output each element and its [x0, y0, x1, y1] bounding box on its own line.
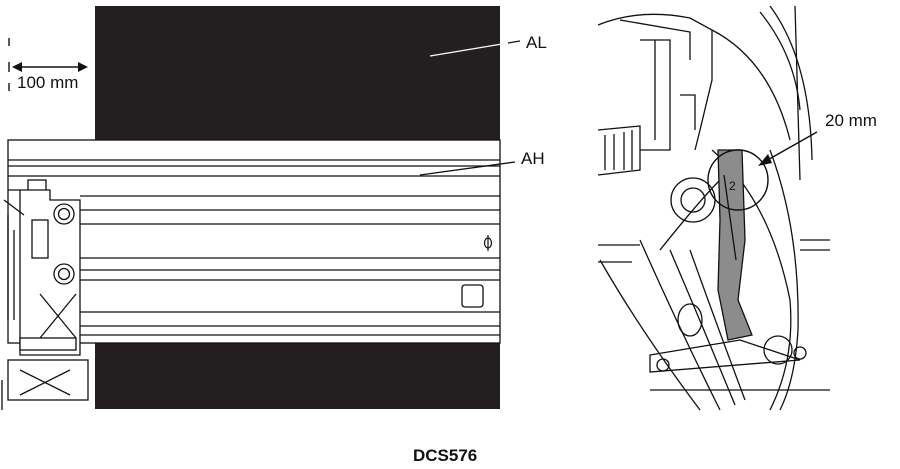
depth-callout-circle: [707, 149, 769, 211]
guide-rail: [7, 139, 501, 344]
dimension-label: 100 mm: [17, 73, 78, 92]
label-al: AL: [526, 33, 547, 52]
workpiece-bottom: [95, 343, 500, 409]
model-caption: DCS576: [413, 446, 477, 465]
right-panel-saw-blade: 2: [597, 5, 830, 411]
saw-housing: [597, 13, 713, 151]
rail-marker-icon: [483, 235, 493, 251]
knob: [763, 335, 793, 365]
leader-20mm: [763, 131, 818, 163]
label-ah: AH: [521, 149, 545, 168]
workpiece-top: [95, 6, 500, 140]
leader-al-ext: [507, 40, 521, 44]
blade-hub: [670, 177, 716, 223]
rail-slot: [461, 284, 484, 308]
left-panel-guide-rail: 100 mm: [1, 6, 547, 410]
dimension-100mm: [8, 38, 88, 91]
motor-ribs: [597, 39, 696, 176]
leader-al: [429, 42, 509, 57]
rail-end-clamp: [1, 179, 89, 410]
leader-ah: [419, 161, 516, 176]
blade-section: [717, 149, 753, 341]
base-plate: [649, 339, 801, 373]
label-20mm: 20 mm: [825, 111, 877, 130]
depth-scale-digit: 2: [729, 179, 736, 193]
